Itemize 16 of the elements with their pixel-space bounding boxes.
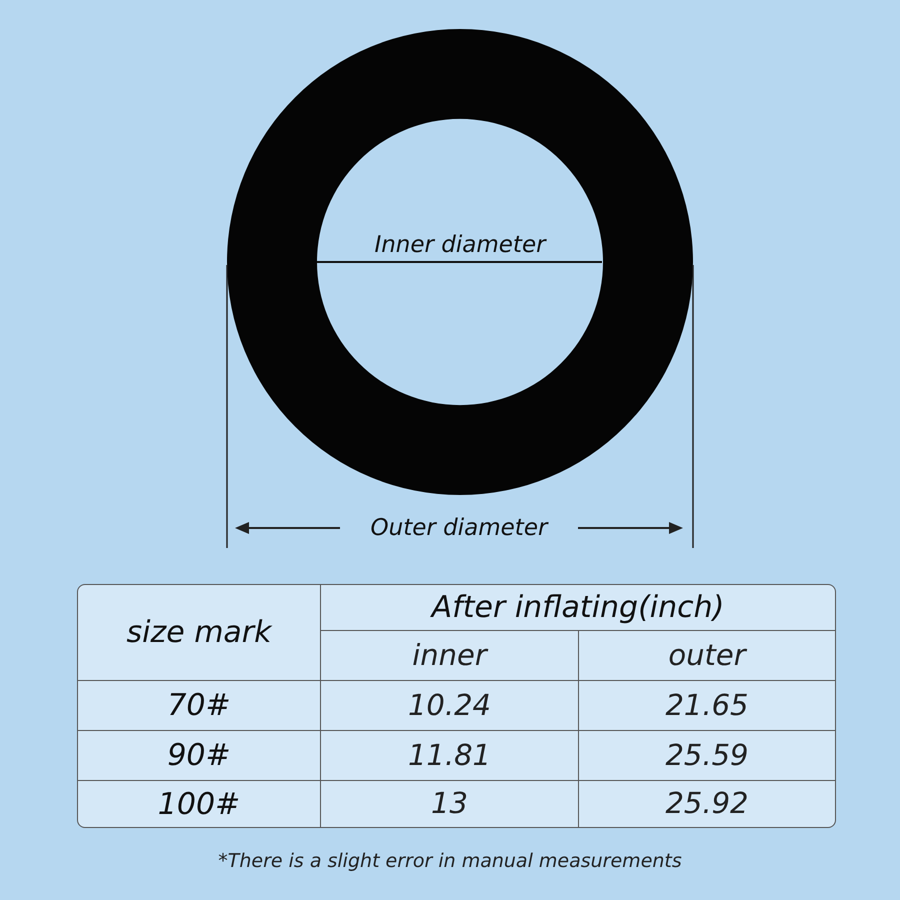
table-cell: 90#: [78, 731, 321, 781]
table-cell: 11.81: [321, 731, 579, 781]
table-cell: size mark: [78, 585, 321, 681]
table-cell: After inflating(inch): [321, 585, 835, 631]
table-cell: outer: [579, 631, 835, 681]
table-cell: 70#: [78, 681, 321, 731]
dimension-label: Inner diameter: [374, 231, 546, 260]
table-cell: 13: [321, 781, 579, 827]
table-cell: 10.24: [321, 681, 579, 731]
table-cell: 21.65: [579, 681, 835, 731]
dimension-label: Outer diameter: [370, 514, 548, 543]
table-cell: 100#: [78, 781, 321, 827]
table-cell-text: 25.92: [664, 785, 750, 822]
table-cell: 25.59: [579, 731, 835, 781]
footnote: *There is a slight error in manual measurements: [218, 849, 682, 874]
table-cell: inner: [321, 631, 579, 681]
